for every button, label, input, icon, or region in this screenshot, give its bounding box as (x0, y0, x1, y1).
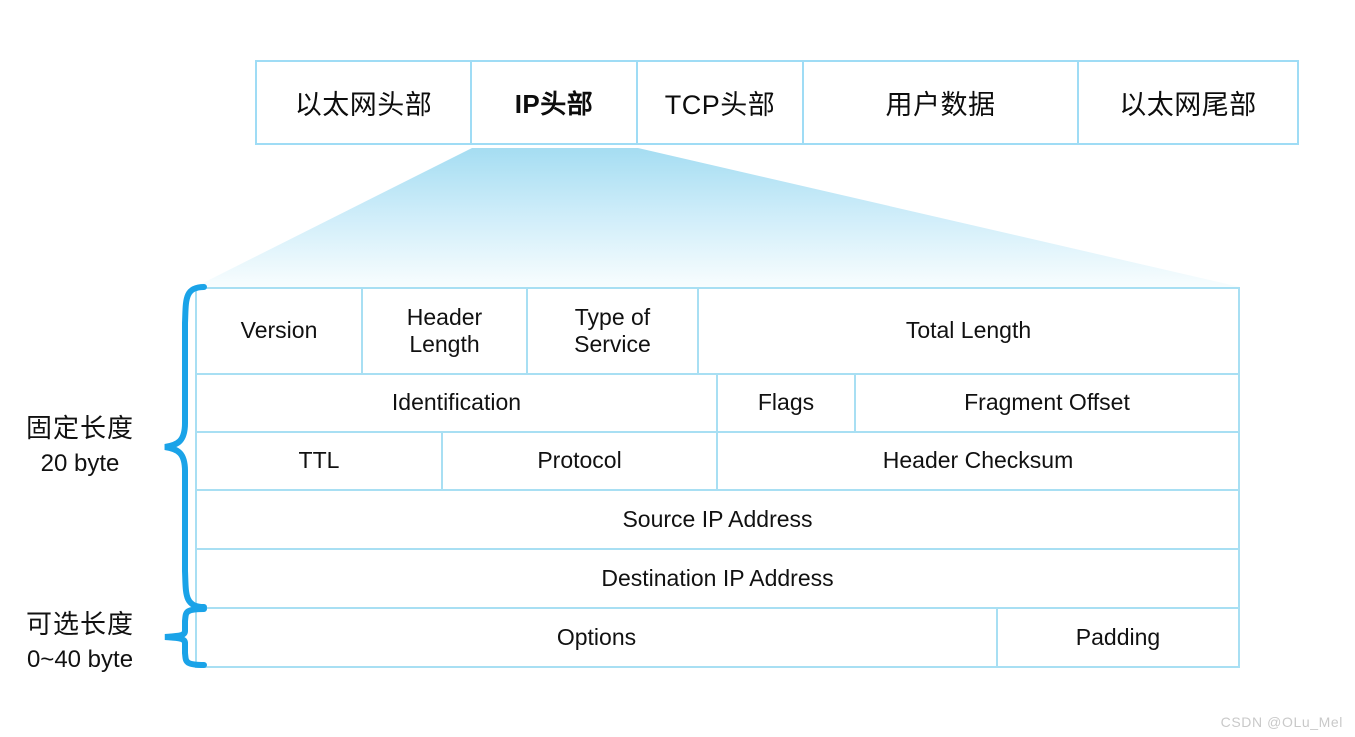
optional-length-brace-icon (164, 606, 207, 668)
fixed-length-brace-icon (164, 284, 207, 610)
field-source-ip-address: Source IP Address (622, 505, 813, 532)
frame-cell-ip-header: IP头部 (472, 62, 638, 143)
field-flags: Flags (718, 375, 856, 431)
table-row: Options Padding (197, 609, 1238, 666)
field-padding: Padding (1075, 623, 1161, 650)
field-ttl: TTL (197, 433, 443, 489)
field-version: Version (197, 289, 363, 373)
field-options: Options (197, 609, 998, 666)
table-row: TTL Protocol Header Checksum (197, 433, 1238, 491)
fixed-length-label: 固定长度 20 byte (0, 412, 160, 479)
field-header-checksum: Header Checksum (882, 447, 1074, 474)
frame-cell-user-data: 用户数据 (804, 62, 1079, 143)
optional-length-label-cn: 可选长度 (25, 609, 134, 639)
fixed-length-label-cn: 固定长度 (25, 413, 134, 443)
frame-cell-ethernet-header: 以太网头部 (257, 62, 472, 143)
field-fragment-offset: Fragment Offset (964, 389, 1130, 416)
field-identification: Identification (197, 375, 718, 431)
field-total-length: Total Length (905, 317, 1032, 344)
table-row: Source IP Address (197, 491, 1238, 550)
fixed-length-label-en: 20 byte (40, 449, 120, 477)
field-protocol: Protocol (443, 433, 718, 489)
frame-cell-ethernet-trailer: 以太网尾部 (1119, 90, 1257, 120)
ethernet-frame-bar: 以太网头部 IP头部 TCP头部 用户数据 以太网尾部 (255, 60, 1299, 145)
optional-length-label-en: 0~40 byte (26, 645, 134, 673)
table-row: Destination IP Address (197, 550, 1238, 609)
field-destination-ip-address: Destination IP Address (601, 564, 834, 591)
frame-cell-tcp-header: TCP头部 (638, 62, 804, 143)
optional-length-label: 可选长度 0~40 byte (0, 608, 160, 675)
watermark-text: CSDN @OLu_Mel (1220, 714, 1343, 730)
table-row: Identification Flags Fragment Offset (197, 375, 1238, 433)
